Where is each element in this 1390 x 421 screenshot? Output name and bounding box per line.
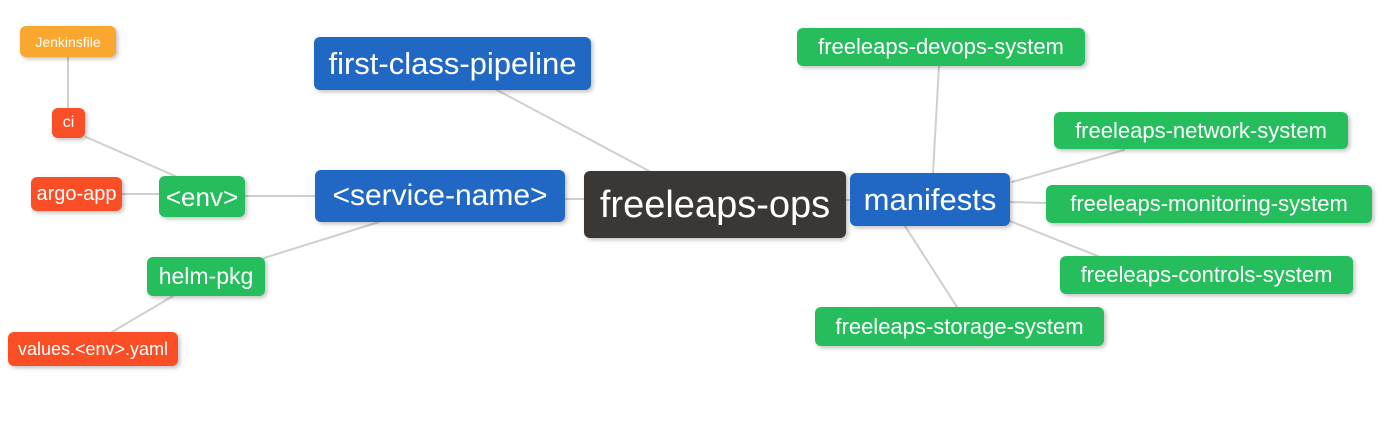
node-freeleaps-devops-system[interactable]: freeleaps-devops-system bbox=[797, 28, 1085, 66]
edge-manifests-to-freeleaps-monitoring-system bbox=[1009, 201, 1047, 204]
edge-manifests-to-freeleaps-controls-system bbox=[1004, 218, 1101, 258]
edge-first-class-pipeline-to-freeleaps-ops bbox=[494, 88, 650, 172]
node-freeleaps-controls-system[interactable]: freeleaps-controls-system bbox=[1060, 256, 1353, 294]
node-manifests[interactable]: manifests bbox=[850, 173, 1010, 226]
edge-manifests-to-freeleaps-devops-system bbox=[932, 65, 940, 174]
node-freeleaps-ops[interactable]: freeleaps-ops bbox=[584, 171, 846, 238]
node-service-name[interactable]: <service-name> bbox=[315, 170, 565, 222]
node-freeleaps-storage-system[interactable]: freeleaps-storage-system bbox=[815, 307, 1104, 346]
node-values-env-yaml[interactable]: values.<env>.yaml bbox=[8, 332, 178, 366]
node-ci[interactable]: ci bbox=[52, 108, 85, 138]
edge-ci-to-env bbox=[85, 136, 176, 177]
edge-helm-pkg-to-values-env-yaml bbox=[111, 295, 174, 333]
edge-manifests-to-freeleaps-network-system bbox=[1011, 149, 1125, 183]
node-helm-pkg[interactable]: helm-pkg bbox=[147, 257, 265, 296]
node-freeleaps-monitoring-system[interactable]: freeleaps-monitoring-system bbox=[1046, 185, 1372, 223]
node-freeleaps-network-system[interactable]: freeleaps-network-system bbox=[1054, 112, 1348, 149]
node-argo-app[interactable]: argo-app bbox=[31, 177, 122, 211]
node-env[interactable]: <env> bbox=[159, 176, 245, 217]
node-first-class-pipeline[interactable]: first-class-pipeline bbox=[314, 37, 591, 90]
node-jenkinsfile[interactable]: Jenkinsfile bbox=[20, 26, 116, 57]
edge-service-name-to-helm-pkg bbox=[263, 221, 380, 259]
edge-manifests-to-freeleaps-storage-system bbox=[904, 225, 958, 308]
